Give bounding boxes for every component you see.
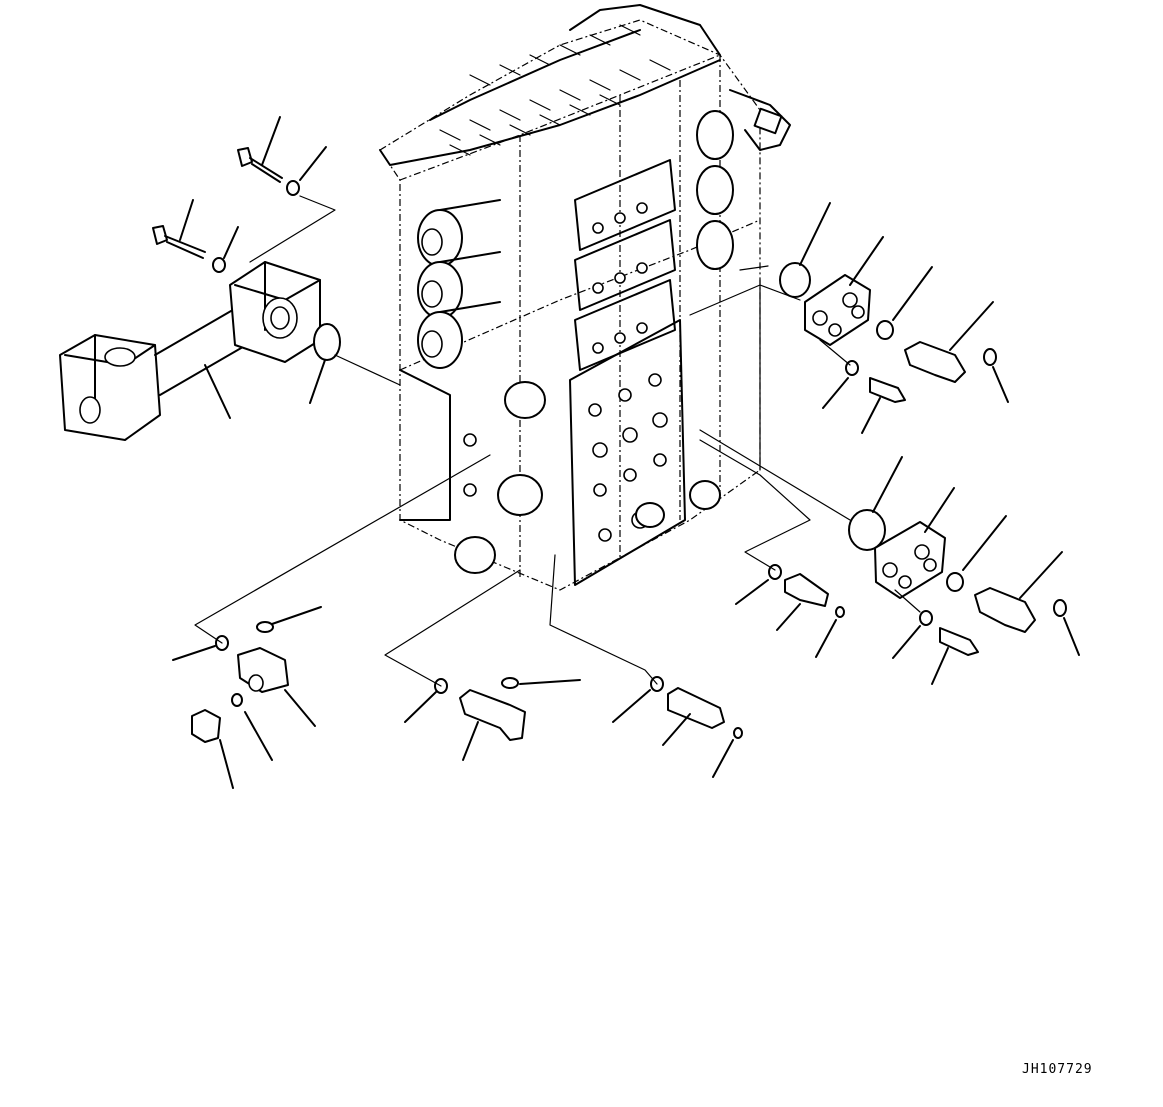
fitting-group-bottom-right	[650, 676, 743, 739]
pipe-assembly	[59, 147, 341, 441]
document-number: JH107729	[1022, 1062, 1093, 1077]
fitting-group-bottom-center	[434, 677, 526, 741]
bolt-icon	[237, 147, 283, 183]
fitting-group-center-right	[768, 564, 845, 618]
leader-lines	[172, 116, 1080, 789]
valve-hole-grid	[588, 202, 668, 542]
flange-assembly-upper	[779, 262, 997, 403]
control-valve-assembly	[379, 4, 791, 591]
flange-assembly-lower	[848, 509, 1067, 656]
assembly-lines	[194, 195, 921, 687]
fitting-group-bottom-left	[191, 621, 289, 743]
bolt-icon	[152, 225, 206, 259]
